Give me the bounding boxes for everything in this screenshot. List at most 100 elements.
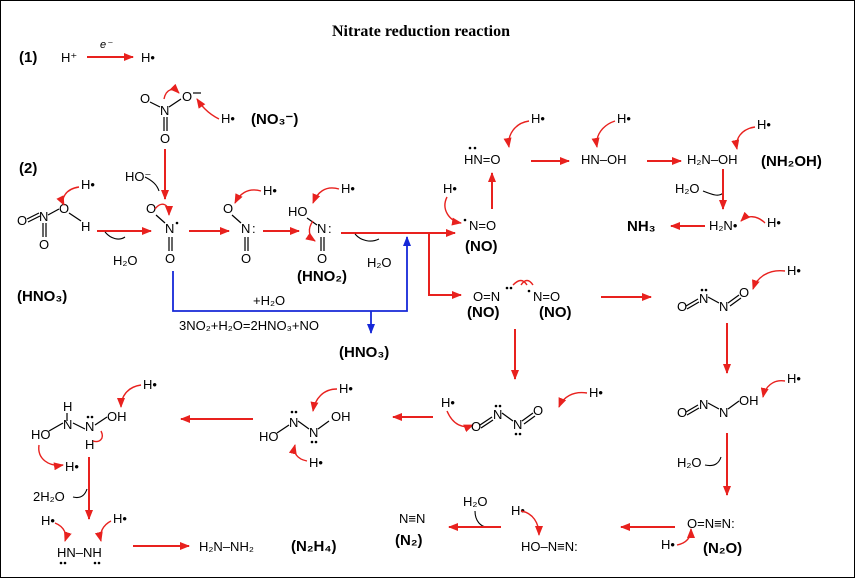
svg-text:N: N [289, 415, 298, 430]
svg-text:O: O [317, 251, 327, 266]
honn-formula: HO–N≡N: [521, 539, 578, 554]
svg-text:H•: H• [341, 181, 355, 196]
svg-text:H•: H• [531, 111, 545, 126]
label-no-dimer-left: (NO) [467, 304, 500, 321]
svg-text:H•: H• [757, 117, 771, 132]
hno3-molecule: O N O H O H• [17, 177, 95, 252]
onno-molecule: O N N O H• [677, 263, 801, 314]
svg-text:O: O [471, 419, 481, 434]
svg-text:H•: H• [589, 385, 603, 400]
hno2-molecule: HO N : O H• [288, 181, 355, 266]
hnnh-formula: HN–NH [57, 545, 102, 560]
svg-text:O: O [677, 299, 687, 314]
svg-text:N: N [699, 397, 708, 412]
svg-text:H•: H• [263, 183, 277, 198]
svg-text:H: H [85, 437, 94, 452]
svg-text:O: O [59, 201, 69, 216]
hydroxide: HO⁻ [125, 169, 151, 184]
svg-text:HO: HO [288, 204, 308, 219]
svg-text:H•: H• [81, 177, 95, 192]
svg-text:H•: H• [441, 395, 455, 410]
hnoh-molecule: HN–OH H• [581, 111, 631, 167]
svg-text:O: O [241, 251, 251, 266]
svg-text:H•: H• [309, 455, 323, 470]
svg-text:O: O [17, 213, 27, 228]
nh2oh-molecule: H₂N–OH H• [687, 117, 771, 167]
svg-text:OH: OH [107, 409, 127, 424]
svg-text:N: N [719, 299, 728, 314]
svg-text:N: N [241, 221, 250, 236]
svg-text:O: O [739, 285, 749, 300]
svg-text:HO: HO [259, 429, 279, 444]
svg-text:N: N [85, 419, 94, 434]
diagram-title: Nitrate reduction reaction [332, 23, 510, 40]
svg-text:H•: H• [339, 381, 353, 396]
water-loss-2: H₂O [367, 255, 392, 270]
svg-text:O: O [223, 201, 233, 216]
svg-text:O: O [677, 405, 687, 420]
label-n2h4: (N₂H₄) [291, 538, 336, 555]
svg-text:N: N [317, 221, 326, 236]
step1-h-plus: H⁺ [61, 50, 77, 65]
water-loss-1: H₂O [113, 253, 138, 268]
label-nh3: NH₃ [627, 218, 656, 235]
label-n2o: (N₂O) [703, 540, 742, 557]
svg-text:O: O [140, 91, 150, 106]
svg-text:O: O [165, 251, 175, 266]
svg-text:N: N [63, 417, 72, 432]
svg-text:H•: H• [113, 511, 127, 526]
svg-text:N: N [165, 221, 174, 236]
onnoh-molecule: O N N OH H• [677, 371, 801, 420]
svg-text:H•: H• [221, 111, 235, 126]
nh2oh-formula: H₂N–OH [687, 152, 738, 167]
step1-electron: e⁻ [100, 39, 113, 51]
label-nh2oh: (NH₂OH) [761, 153, 822, 170]
svg-text:N: N [160, 103, 169, 118]
svg-text:O=N: O=N [473, 289, 500, 304]
h-radical-honn: H• [511, 503, 525, 518]
svg-text:H•: H• [143, 377, 157, 392]
hnnh-molecule: H• H• HN–NH [41, 511, 127, 565]
svg-text:OH: OH [739, 393, 759, 408]
svg-text:H•: H• [65, 459, 79, 474]
svg-text:O: O [160, 131, 170, 146]
water-honn: H₂O [463, 494, 488, 509]
onno-middle: H• O N N O H• [441, 385, 603, 436]
svg-text:H•: H• [617, 111, 631, 126]
honnoh-middle: HO N N OH H• H• [259, 381, 353, 470]
water-right: H₂O [677, 455, 702, 470]
svg-text:N: N [699, 291, 708, 306]
blue-reagent: +H₂O [253, 293, 285, 308]
no-molecule: H• N=O [443, 181, 496, 233]
svg-text:O: O [533, 403, 543, 418]
svg-text::: : [252, 221, 256, 236]
label-no-dimer-right: (NO) [539, 304, 572, 321]
svg-text:O: O [182, 89, 192, 104]
no-formula: N=O [469, 218, 496, 233]
label-n2: (N₂) [395, 532, 423, 549]
svg-text:H•: H• [787, 263, 801, 278]
hno-molecule: HN=O H• [464, 111, 545, 167]
svg-text:O: O [146, 201, 156, 216]
svg-text:H: H [81, 219, 90, 234]
svg-text:N: N [39, 209, 48, 224]
step1-h-radical: H• [141, 50, 155, 65]
svg-text:H•: H• [443, 181, 457, 196]
blue-equation: 3NO₂+H₂O=2HNO₃+NO [179, 318, 319, 333]
label-hno3-blue: (HNO₃) [339, 344, 389, 361]
label-no3-minus: (NO₃⁻) [251, 111, 298, 128]
label-no-top: (NO) [465, 238, 498, 255]
svg-text:H•: H• [41, 513, 55, 528]
dihydroxy-hydrazine: HO H N N H OH H• H• [31, 377, 157, 474]
water-nh2oh: H₂O [675, 181, 700, 196]
n2o-formula: O=N≡N: [687, 516, 735, 531]
svg-text:H•: H• [787, 371, 801, 386]
svg-text:N: N [493, 407, 502, 422]
h-radical-n2o: H• [661, 537, 675, 552]
svg-text:HO: HO [31, 427, 51, 442]
svg-text:OH: OH [331, 409, 351, 424]
n2-formula: N≡N [399, 511, 425, 526]
svg-text:N: N [309, 425, 318, 440]
hno-formula: HN=O [464, 152, 500, 167]
no2-molecule-1: O N O [146, 201, 179, 266]
